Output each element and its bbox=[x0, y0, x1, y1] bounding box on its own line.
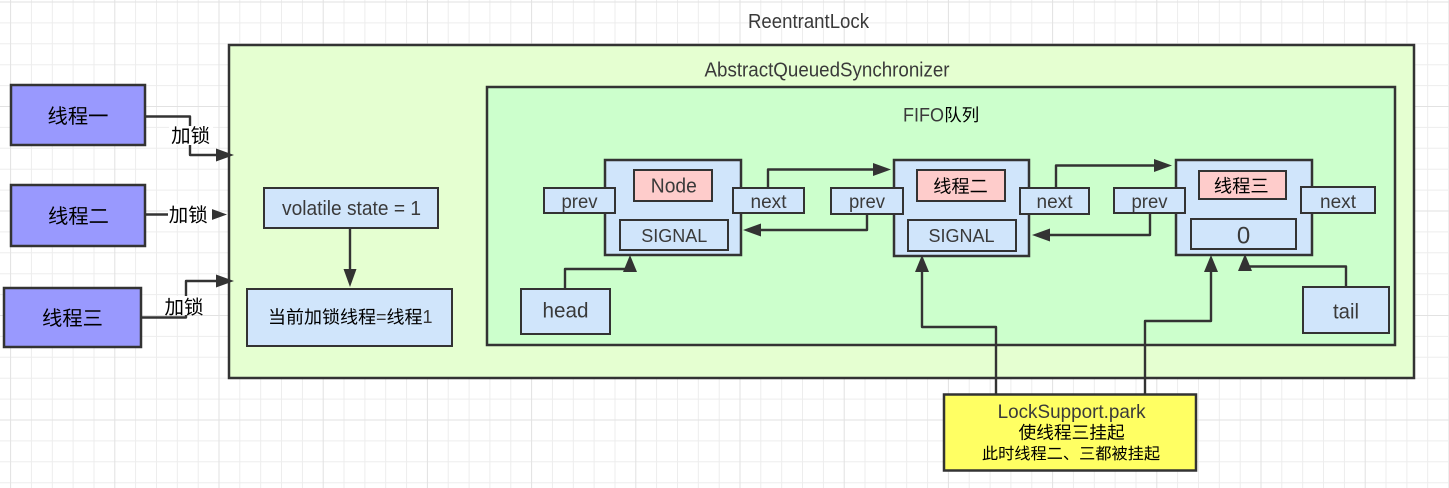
svg-text:Node: Node bbox=[651, 176, 697, 198]
svg-text:LockSupport.park: LockSupport.park bbox=[998, 401, 1146, 423]
svg-text:SIGNAL: SIGNAL bbox=[929, 226, 995, 246]
svg-text:tail: tail bbox=[1333, 301, 1359, 324]
svg-text:1: 1 bbox=[422, 307, 432, 327]
svg-text:next: next bbox=[751, 192, 788, 213]
svg-text:0: 0 bbox=[1237, 223, 1250, 250]
svg-text:ReentrantLock: ReentrantLock bbox=[748, 11, 870, 33]
svg-text:next: next bbox=[1037, 192, 1074, 213]
svg-text:=: = bbox=[376, 307, 387, 327]
svg-text:volatile state = 1: volatile state = 1 bbox=[282, 198, 421, 220]
svg-text:SIGNAL: SIGNAL bbox=[641, 226, 707, 246]
svg-text:FIFO: FIFO bbox=[903, 106, 944, 127]
svg-text:head: head bbox=[543, 300, 589, 323]
svg-text:prev: prev bbox=[1132, 192, 1168, 213]
svg-text:AbstractQueuedSynchronizer: AbstractQueuedSynchronizer bbox=[705, 60, 950, 82]
svg-text:prev: prev bbox=[849, 192, 885, 213]
svg-text:next: next bbox=[1320, 192, 1357, 213]
svg-text:prev: prev bbox=[562, 192, 598, 213]
